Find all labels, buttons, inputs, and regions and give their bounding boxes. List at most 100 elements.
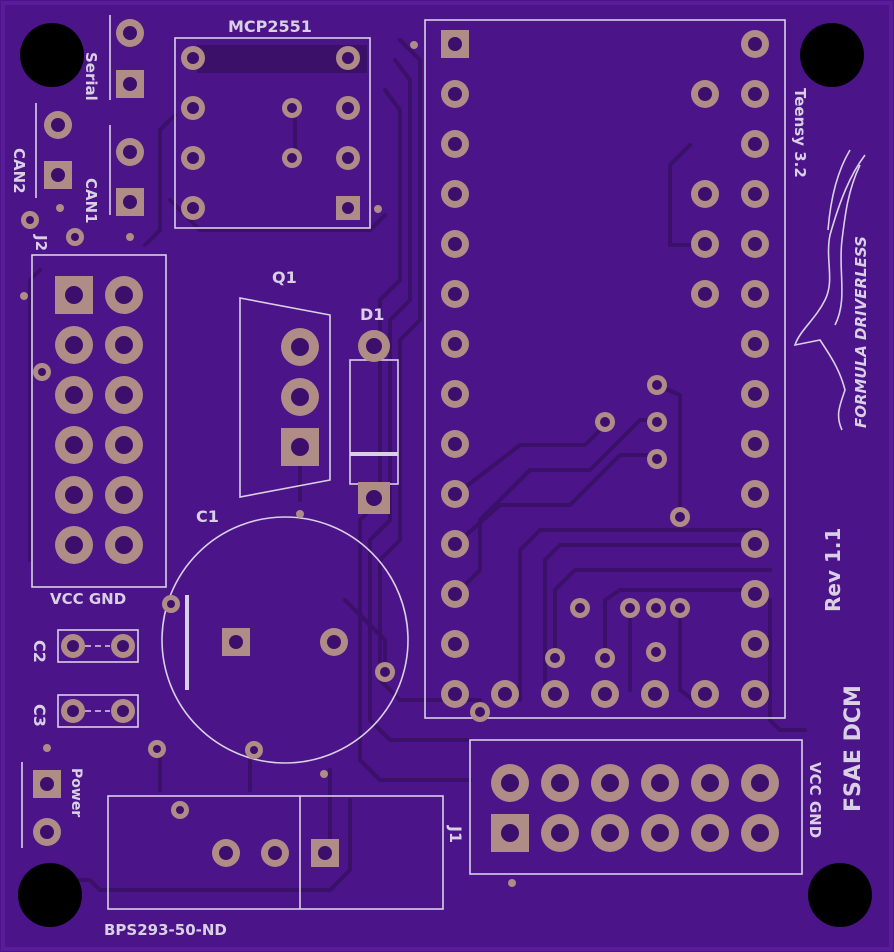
teensy-small-pad-hole: [652, 380, 662, 390]
mcp-pad-hole: [187, 102, 199, 114]
teensy-inner-pins: [691, 80, 719, 308]
label-d1: D1: [360, 305, 384, 324]
teensy-small-pad-hole: [651, 603, 661, 613]
copper-traces: [28, 38, 807, 892]
left-header-pad-hole: [65, 436, 83, 454]
teensy-pad-hole: [448, 537, 462, 551]
teensy-pad-hole: [748, 387, 762, 401]
via: [296, 510, 304, 518]
label-title: FSAE DCM: [841, 685, 866, 812]
q1-pins: [281, 328, 319, 466]
c1-pins: [222, 628, 348, 656]
teensy-small-pad-hole: [575, 603, 585, 613]
label-can1: CAN1: [82, 178, 100, 224]
label-serial: Serial: [82, 52, 100, 101]
mounting-holes: [18, 23, 872, 927]
label-c3: C3: [30, 704, 49, 727]
teensy-pad-hole: [448, 137, 462, 151]
right-header-pad-hole: [751, 824, 769, 842]
right-header-pad-hole: [651, 824, 669, 842]
teensy-pad-hole: [698, 287, 712, 301]
right-header-pad-hole: [551, 774, 569, 792]
teensy-pad-hole: [448, 87, 462, 101]
teensy-small-pad-hole: [600, 417, 610, 427]
left-header-pad-hole: [115, 436, 133, 454]
c3-outline: [57, 694, 139, 728]
via: [56, 204, 64, 212]
right-header-pad-hole: [701, 824, 719, 842]
mcp2551-pins: [181, 46, 360, 220]
label-mcp2551: MCP2551: [228, 17, 312, 36]
via-hole: [71, 233, 79, 241]
label-rev: Rev 1.1: [821, 528, 845, 612]
right-header-pad-hole: [601, 774, 619, 792]
teensy-pad-hole: [748, 487, 762, 501]
label-vcc-gnd-right: VCC GND: [806, 762, 824, 838]
teensy-left-pins: [441, 30, 469, 708]
mcp-pad-hole: [187, 52, 199, 64]
teensy-pad-hole: [448, 287, 462, 301]
left-header-pad-hole: [65, 336, 83, 354]
teensy-pad-hole: [448, 437, 462, 451]
teensy-pad-hole: [748, 137, 762, 151]
c2-outline: [57, 629, 139, 663]
label-j2: J2: [32, 234, 50, 251]
teensy-small-pad-hole: [651, 647, 661, 657]
teensy-right-pins: [741, 30, 769, 708]
teensy-small-pad-hole: [475, 707, 485, 717]
left-header-outline: [31, 254, 167, 588]
mcp-pad-hole: [187, 202, 199, 214]
left-header-pad-hole: [65, 536, 83, 554]
via: [320, 770, 328, 778]
mcp-pad-hole: [187, 152, 199, 164]
teensy-pad-hole: [748, 187, 762, 201]
teensy-pad-hole: [748, 287, 762, 301]
teensy-pad-hole: [748, 687, 762, 701]
teensy-pad-hole: [748, 637, 762, 651]
label-c1: C1: [196, 507, 219, 526]
c2-c3-pins: [61, 634, 135, 723]
left-header-pins: [55, 276, 143, 564]
right-header-pad-hole: [701, 774, 719, 792]
label-j1: J1: [446, 825, 465, 843]
teensy-pad-hole: [448, 487, 462, 501]
teensy-pad-hole: [698, 87, 712, 101]
mcp-pad-hole: [342, 102, 354, 114]
left-header-pad-hole: [115, 536, 133, 554]
left-header-pad-hole: [115, 386, 133, 404]
label-can2: CAN2: [10, 148, 28, 194]
teensy-bottom-pins: [375, 375, 719, 722]
teensy-small-pad-hole: [675, 603, 685, 613]
teensy-small-pad-hole: [600, 653, 610, 663]
via: [126, 233, 134, 241]
teensy-small-pad-hole: [652, 417, 662, 427]
right-header-pins: [491, 764, 779, 852]
teensy-pad-hole: [748, 337, 762, 351]
teensy-pad-hole: [748, 37, 762, 51]
teensy-small-pad-hole: [675, 512, 685, 522]
via: [374, 205, 382, 213]
via-hole: [250, 746, 258, 754]
label-teensy: Teensy 3.2: [791, 88, 809, 178]
left-header-pad-hole: [65, 286, 83, 304]
label-power: Power: [68, 768, 84, 817]
mcp-pad-hole: [342, 202, 354, 214]
label-vcc-gnd-left: VCC GND: [50, 590, 126, 608]
teensy-pad-hole: [648, 687, 662, 701]
teensy-pad-hole: [448, 587, 462, 601]
teensy-small-pad-hole: [380, 667, 390, 677]
right-header-pad-hole: [501, 824, 519, 842]
teensy-pad-hole: [698, 187, 712, 201]
regulator-outline: [107, 795, 444, 910]
left-header-pad-hole: [115, 486, 133, 504]
via-hole: [176, 806, 184, 814]
teensy-pad-hole: [448, 637, 462, 651]
left-header-pad-hole: [65, 486, 83, 504]
teensy-pad-hole: [448, 387, 462, 401]
regulator-pins: [212, 839, 339, 867]
teensy-pad-hole: [448, 687, 462, 701]
right-header-pad-hole: [501, 774, 519, 792]
teensy-pad-hole: [448, 37, 462, 51]
via-hole: [26, 216, 34, 224]
